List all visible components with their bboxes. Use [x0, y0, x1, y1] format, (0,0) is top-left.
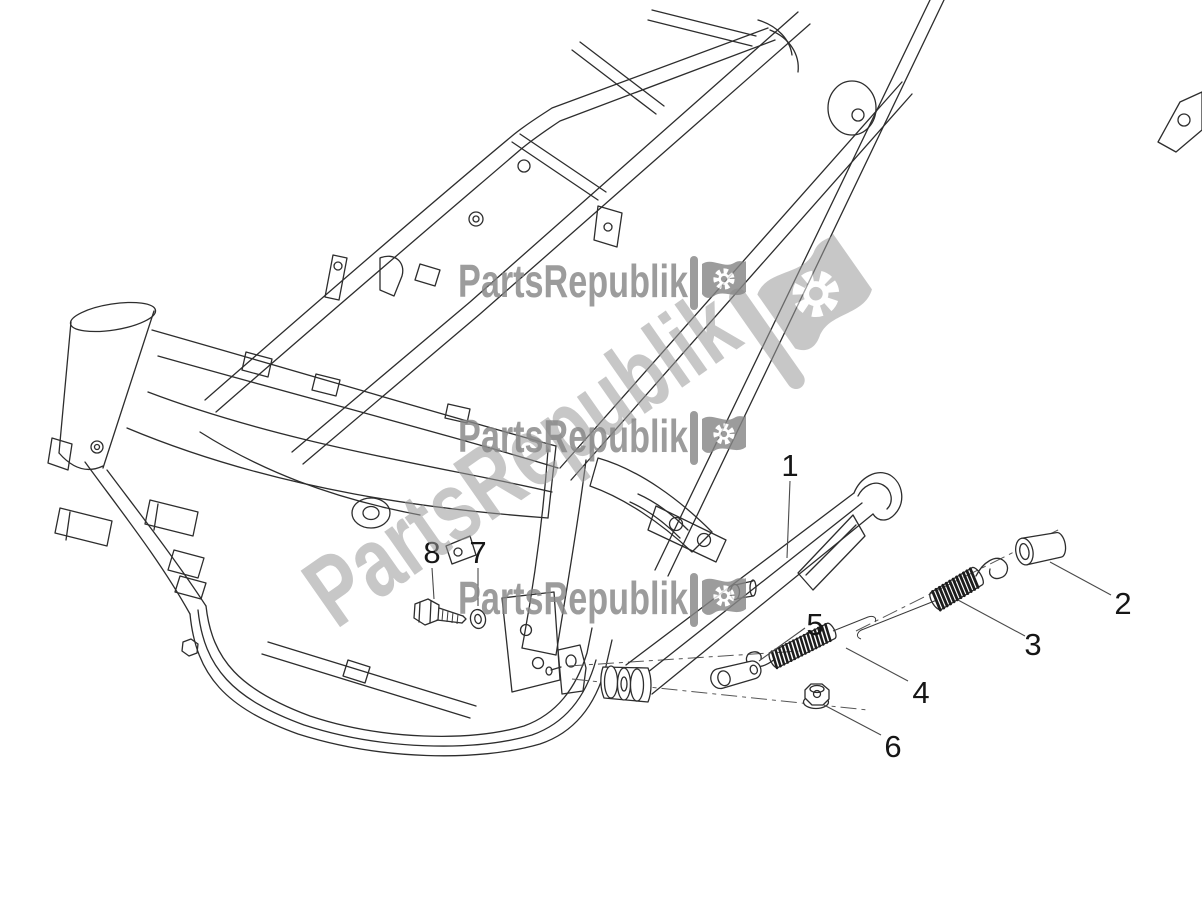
footpeg-bracket — [589, 457, 727, 563]
frame-line-art — [47, 0, 1202, 757]
pivot-plates — [445, 449, 587, 693]
callout-5: 5 — [806, 607, 823, 642]
main-spar — [126, 329, 559, 529]
watermark-row-1-text: PartsRepublik — [458, 255, 688, 307]
part-5-link-plate — [710, 660, 762, 690]
part-3-stand-spring-outer — [856, 557, 1009, 640]
watermark-row-2-text: PartsRepublik — [458, 410, 688, 462]
part-4-stand-spring-inner — [745, 615, 877, 670]
callout-numbers: 1 2 3 4 5 6 7 8 — [423, 448, 1131, 764]
head-tube — [47, 301, 157, 471]
callout-3: 3 — [1024, 627, 1041, 662]
part-7-washer — [469, 608, 487, 630]
part-2-bushing — [1015, 531, 1067, 566]
part-1-side-stand — [600, 472, 903, 703]
part-8-switch-bolt — [413, 598, 467, 626]
watermark-row-1: PartsRepublik — [458, 255, 746, 307]
callout-6: 6 — [884, 729, 901, 764]
watermark-row-3-text: PartsRepublik — [458, 572, 688, 624]
pivot-boss — [600, 665, 652, 703]
part-6-flange-nut — [802, 683, 830, 710]
callout-leader-lines — [431, 480, 1112, 736]
callout-4: 4 — [912, 675, 929, 710]
watermark-row-2: PartsRepublik — [458, 410, 746, 462]
engine-cradle — [54, 461, 613, 757]
callout-8: 8 — [423, 535, 440, 570]
watermark-row-3: PartsRepublik — [458, 572, 746, 624]
callout-1: 1 — [781, 448, 798, 483]
callout-7: 7 — [469, 535, 486, 570]
callout-2: 2 — [1114, 586, 1131, 621]
rear-subframe — [204, 0, 1202, 577]
